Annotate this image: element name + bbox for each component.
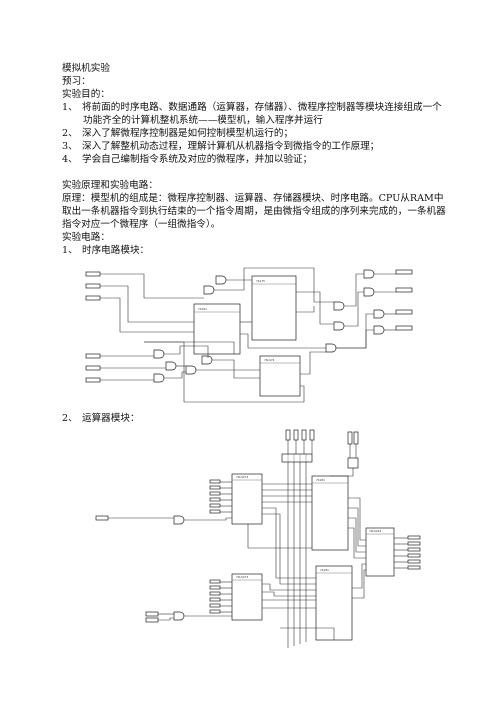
- alu-chip-181-high: [315, 565, 353, 641]
- purpose-item-2: 2、深入了解微程序控制器是如何控制模型机运行的；: [62, 128, 294, 139]
- timing-chip-1: [193, 303, 241, 355]
- purpose-item-1-cont: 功能齐全的计算机整机系统——模型机，输入程序并运行: [83, 115, 323, 126]
- section-timing: 1、时序电路模块：: [62, 245, 150, 256]
- svg-text:74181: 74181: [316, 478, 325, 482]
- alu-chip-181-low: [311, 475, 349, 551]
- top-switches: [281, 429, 359, 469]
- svg-text:74LS273: 74LS273: [236, 475, 248, 479]
- preview-label: 预习：: [62, 76, 91, 87]
- doc-title: 模拟机实验: [62, 63, 110, 74]
- purpose-item-1: 1、将前面的时序电路、数据通路（运算器，存储器）、微程序控制器等模块连接组成一个: [62, 102, 442, 113]
- output-pins: [395, 269, 413, 331]
- timing-chip-3: [259, 355, 301, 397]
- purpose-heading: 实验目的：: [62, 89, 110, 100]
- input-pins: [85, 271, 101, 383]
- principle-line-1: 原理：模型机的组成是：微程序控制器、运算器、存储器模块、时序电路。CPU从RAM…: [62, 193, 444, 204]
- svg-text:74161: 74161: [198, 307, 207, 311]
- svg-text:74LS244: 74LS244: [369, 529, 381, 533]
- alu-chip-register-a: [231, 473, 263, 525]
- principle-line-2: 取出一条机器指令到执行结束的一个指令周期，是由微指令组成的序列来完成的，一条机器: [62, 206, 446, 217]
- svg-text:74175: 74175: [256, 279, 265, 283]
- alu-input-pins: [95, 479, 221, 623]
- purpose-item-4: 4、学会自己编制指令系统及对应的微程序，并加以验证；: [62, 154, 313, 165]
- alu-circuit-diagram: 74LS273 74LS273 74181 74181 74LS244: [95, 429, 421, 648]
- logic-gates: [153, 269, 385, 383]
- timing-chip-2: [251, 275, 297, 341]
- purpose-item-3: 3、深入了解整机动态过程，理解计算机从机器指令到微指令的工作原理；: [62, 141, 380, 152]
- principle-heading: 实验原理和实验电路：: [62, 180, 158, 191]
- alu-chip-output-buffer: [365, 527, 395, 577]
- alu-chip-register-b: [231, 573, 263, 621]
- timing-circuit-diagram: 74161 74175 74LS74: [85, 267, 413, 403]
- principle-line-3: 指令对应一个微程序（一组微指令）。: [62, 219, 221, 230]
- section-alu: 2、运算器模块：: [62, 413, 140, 424]
- svg-text:74LS273: 74LS273: [236, 575, 248, 579]
- svg-text:74181: 74181: [320, 568, 329, 572]
- alu-output-pins: [407, 535, 421, 570]
- svg-text:74LS74: 74LS74: [264, 358, 275, 362]
- circuit-heading: 实验电路：: [62, 232, 110, 243]
